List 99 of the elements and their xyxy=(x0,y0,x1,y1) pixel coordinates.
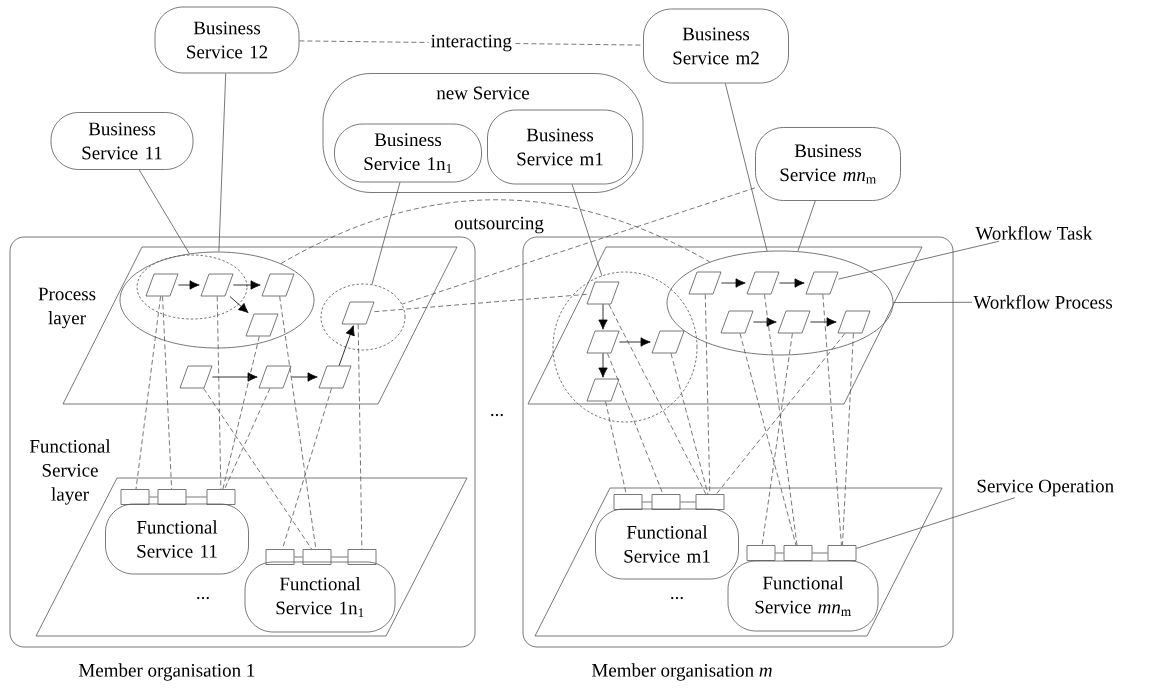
task-parallelogram xyxy=(720,310,754,334)
operation-box xyxy=(347,549,377,565)
connector-line xyxy=(149,496,158,498)
connector-line xyxy=(775,552,784,554)
operation-box xyxy=(157,489,187,505)
task-parallelogram xyxy=(341,301,375,325)
leader-line xyxy=(856,497,1016,549)
task-parallelogram xyxy=(837,310,871,334)
dashed-ellipse xyxy=(320,283,406,351)
arrow xyxy=(233,280,261,290)
arrow xyxy=(598,304,608,330)
arrow xyxy=(291,372,318,382)
dashed-ellipse xyxy=(136,254,248,320)
process-ellipse xyxy=(119,251,315,349)
connector-line xyxy=(571,184,603,276)
dashed-line xyxy=(222,336,260,490)
operation-box xyxy=(302,549,332,565)
connector-line xyxy=(186,496,207,498)
task-parallelogram xyxy=(651,330,685,354)
operation-box xyxy=(120,489,150,505)
operation-box xyxy=(265,549,295,565)
dashed-line xyxy=(135,296,161,490)
task-parallelogram xyxy=(179,365,213,389)
operation-box xyxy=(206,489,236,505)
dashed-line xyxy=(761,333,793,546)
dashed-line xyxy=(401,187,756,305)
ellipsis-mark: ... xyxy=(491,413,503,417)
dashed-line xyxy=(608,304,707,495)
connector-line xyxy=(724,83,768,252)
connector-line xyxy=(371,182,401,285)
task-parallelogram xyxy=(245,313,279,337)
task-parallelogram xyxy=(586,330,620,354)
arrow xyxy=(229,296,249,314)
dashed-line xyxy=(605,401,627,495)
dashed-line xyxy=(224,388,271,490)
connector-line xyxy=(138,169,190,254)
ellipsis-mark: ... xyxy=(671,596,683,600)
connector-line xyxy=(812,552,828,554)
layer-plane: Process layer xyxy=(38,246,458,405)
task-parallelogram xyxy=(145,273,179,297)
task-parallelogram xyxy=(258,365,292,389)
operation-box xyxy=(746,545,776,561)
dashed-line xyxy=(670,353,709,495)
operation-box xyxy=(695,494,725,510)
dashed-line xyxy=(357,324,363,550)
operation-box xyxy=(783,545,813,561)
callout-label: Service Operation xyxy=(977,479,1114,497)
arrow xyxy=(721,278,746,288)
dashed-ellipse xyxy=(552,271,698,423)
connector-line xyxy=(797,200,816,252)
arrow xyxy=(212,372,258,382)
layer-plane xyxy=(527,246,923,405)
process-ellipse xyxy=(666,250,894,356)
task-parallelogram xyxy=(318,365,352,389)
operation-box xyxy=(613,494,643,510)
connector-line xyxy=(218,73,227,252)
dashed-line xyxy=(715,333,846,495)
task-parallelogram xyxy=(805,271,839,295)
operation-box xyxy=(651,494,681,510)
dashed-line xyxy=(203,388,313,550)
arrow xyxy=(619,337,651,347)
task-parallelogram xyxy=(261,273,295,297)
operation-box xyxy=(827,545,857,561)
dashed-line xyxy=(216,296,222,490)
dashed-line xyxy=(739,333,797,546)
connector-line xyxy=(642,501,652,503)
dashed-line xyxy=(607,353,664,495)
task-parallelogram xyxy=(586,281,620,305)
edge-label: interacting xyxy=(428,32,514,54)
leader-line xyxy=(893,301,973,303)
layer-plane xyxy=(534,487,943,637)
dashed-line xyxy=(822,294,842,546)
dashed-line xyxy=(764,294,798,546)
callout-label: Workflow Task xyxy=(975,226,1093,240)
arrow xyxy=(779,278,805,288)
connector-line xyxy=(680,501,696,503)
arrow xyxy=(753,317,777,327)
dashed-line xyxy=(280,199,711,264)
dashed-line xyxy=(842,333,854,546)
task-parallelogram xyxy=(777,310,811,334)
dashed-line xyxy=(162,296,173,490)
arrow xyxy=(598,353,608,378)
connector-line xyxy=(294,556,303,558)
callout-label: Workflow Process xyxy=(973,295,1113,309)
task-parallelogram xyxy=(746,271,780,295)
task-parallelogram xyxy=(688,271,722,295)
ellipsis-mark: ... xyxy=(197,596,209,600)
leader-line xyxy=(838,240,1000,280)
connector-line xyxy=(331,556,348,558)
arrow xyxy=(338,325,355,366)
task-parallelogram xyxy=(586,378,620,402)
dashed-line xyxy=(374,293,587,313)
arrow xyxy=(810,317,837,327)
dashed-line xyxy=(282,388,332,550)
node-label: Member organisation m xyxy=(591,663,772,681)
task-parallelogram xyxy=(200,273,234,297)
annotation-text: outsourcing xyxy=(453,215,545,235)
node-label: Member organisation 1 xyxy=(78,663,255,681)
arrow xyxy=(178,280,200,290)
